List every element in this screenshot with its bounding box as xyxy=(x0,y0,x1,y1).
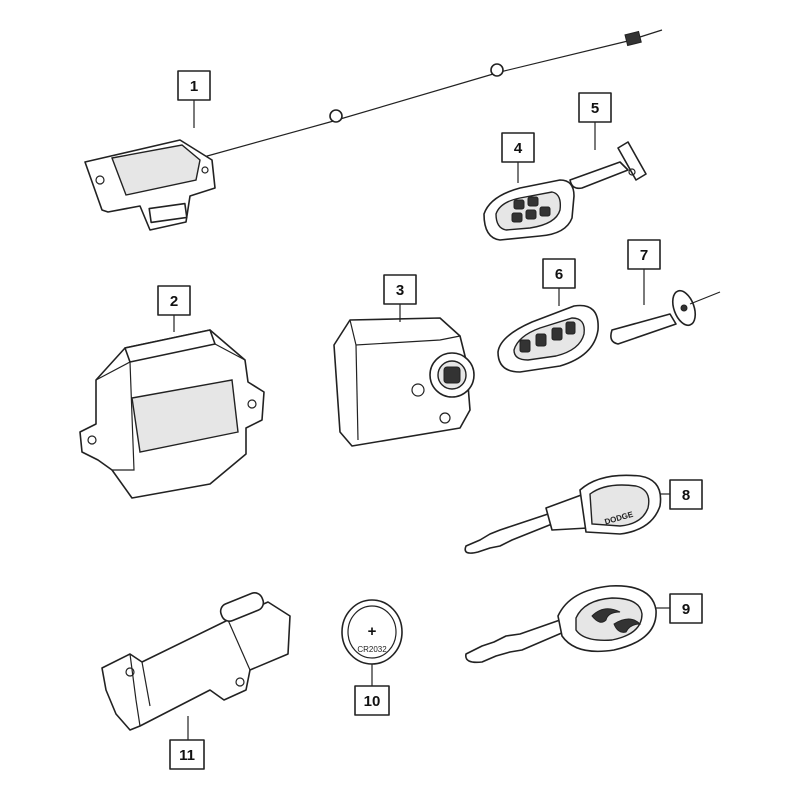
part-10-coin-battery: + CR2032 xyxy=(341,599,403,665)
callout-2: 2 xyxy=(157,285,191,316)
callout-3-label: 3 xyxy=(396,282,404,299)
callout-5-label: 5 xyxy=(591,100,599,117)
part-2-control-module xyxy=(79,329,265,499)
part-8-ignition-key: DODGE xyxy=(464,474,662,554)
callout-7: 7 xyxy=(627,239,661,270)
part-11-bracket xyxy=(101,592,291,731)
part-4-key-fob xyxy=(483,179,575,241)
callout-11: 11 xyxy=(169,739,205,770)
callout-10: 10 xyxy=(354,685,390,716)
part-3-ignition-module xyxy=(333,317,475,447)
callout-3: 3 xyxy=(383,274,417,305)
callout-7-label: 7 xyxy=(640,247,648,264)
callout-1: 1 xyxy=(177,70,211,101)
callout-8: 8 xyxy=(669,479,703,510)
battery-plus-symbol: + xyxy=(368,623,377,640)
callout-9-label: 9 xyxy=(682,601,690,618)
part-7-key-blade xyxy=(610,289,721,345)
callout-8-label: 8 xyxy=(682,487,690,504)
callout-6: 6 xyxy=(542,258,576,289)
callout-4: 4 xyxy=(501,132,535,163)
callout-11-label: 11 xyxy=(179,747,195,764)
callout-4-label: 4 xyxy=(514,140,523,157)
part-9-ram-key xyxy=(465,585,657,664)
callout-1-label: 1 xyxy=(190,78,198,95)
callout-9: 9 xyxy=(669,593,703,624)
callout-2-label: 2 xyxy=(170,293,178,310)
part-6-fobik xyxy=(497,304,599,373)
callout-5: 5 xyxy=(578,92,612,123)
callout-10-label: 10 xyxy=(364,693,381,710)
battery-label: CR2032 xyxy=(357,645,387,654)
part-5-emergency-key xyxy=(569,141,647,190)
part-1-antenna-module xyxy=(84,29,663,231)
callout-6-label: 6 xyxy=(555,266,563,283)
